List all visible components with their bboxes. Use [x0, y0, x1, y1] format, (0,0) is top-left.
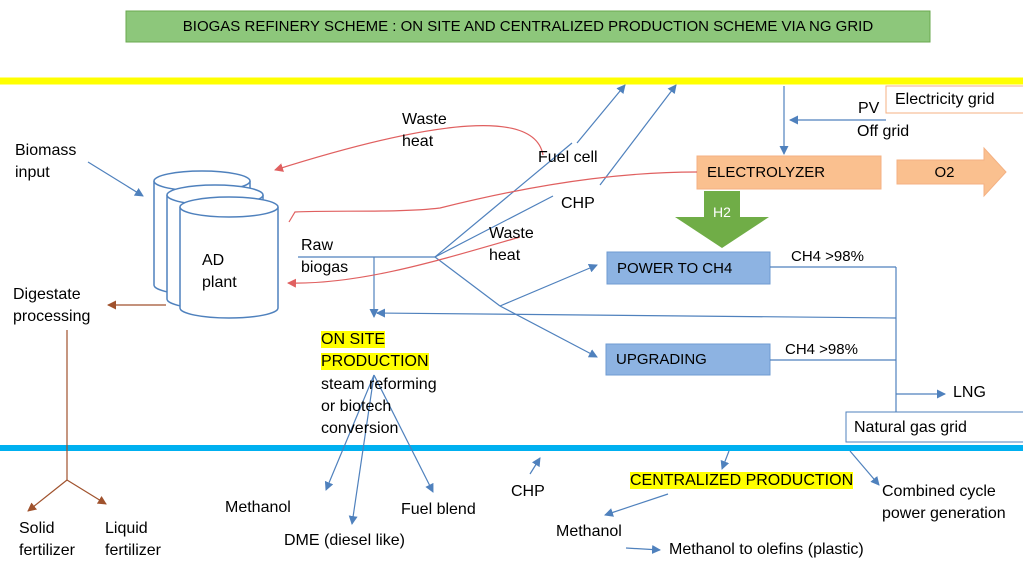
ch4-upgrading-label: CH4 >98% — [785, 341, 858, 358]
natural-gas-grid-box — [845, 411, 1023, 443]
onsite-detail-label: steam reforming or biotech conversion — [321, 376, 437, 437]
flow-lines-blue — [87, 84, 946, 555]
dme-label: DME (diesel like) — [284, 532, 405, 549]
h2-arrow — [675, 191, 769, 248]
ch4-power-label: CH4 >98% — [791, 248, 864, 265]
page-title: BIOGAS REFINERY SCHEME : ON SITE AND CEN… — [182, 18, 874, 35]
off-grid-label: Off grid — [857, 123, 910, 140]
ad-plant-icon — [153, 170, 279, 319]
lng-label: LNG — [953, 384, 986, 401]
upgrading-box — [605, 343, 771, 376]
pv-label: PV — [858, 100, 880, 117]
fuel-cell-label: Fuel cell — [538, 149, 598, 166]
h2-label: H2 — [713, 204, 731, 220]
onsite-production-label: ON SITE PRODUCTION — [321, 331, 429, 370]
power-to-ch4-box — [606, 251, 771, 285]
power-to-ch4-label: POWER TO CH4 — [617, 259, 733, 277]
methanol-left-label: Methanol — [225, 499, 291, 516]
electricity-grid-box — [885, 85, 1023, 114]
title-banner — [125, 10, 931, 43]
methanol-bottom-label: Methanol — [556, 523, 622, 540]
waste-heat-lines — [274, 125, 698, 288]
natural-gas-grid-label: Natural gas grid — [854, 419, 967, 436]
chp-bottom-label: CHP — [511, 483, 545, 500]
electrolyzer-label: ELECTROLYZER — [707, 164, 826, 181]
fuel-blend-label: Fuel blend — [401, 501, 476, 518]
electricity-grid-label: Electricity grid — [895, 91, 995, 108]
centralized-production-label: CENTRALIZED PRODUCTION — [630, 472, 854, 489]
digestate-lines — [27, 300, 166, 512]
electrolyzer-box — [696, 155, 882, 190]
o2-label: O2 — [934, 163, 955, 181]
upgrading-label: UPGRADING — [616, 351, 707, 368]
o2-arrow — [896, 146, 1007, 198]
methanol-olefins-label: Methanol to olefins (plastic) — [669, 541, 864, 558]
chp-top-label: CHP — [561, 195, 595, 212]
